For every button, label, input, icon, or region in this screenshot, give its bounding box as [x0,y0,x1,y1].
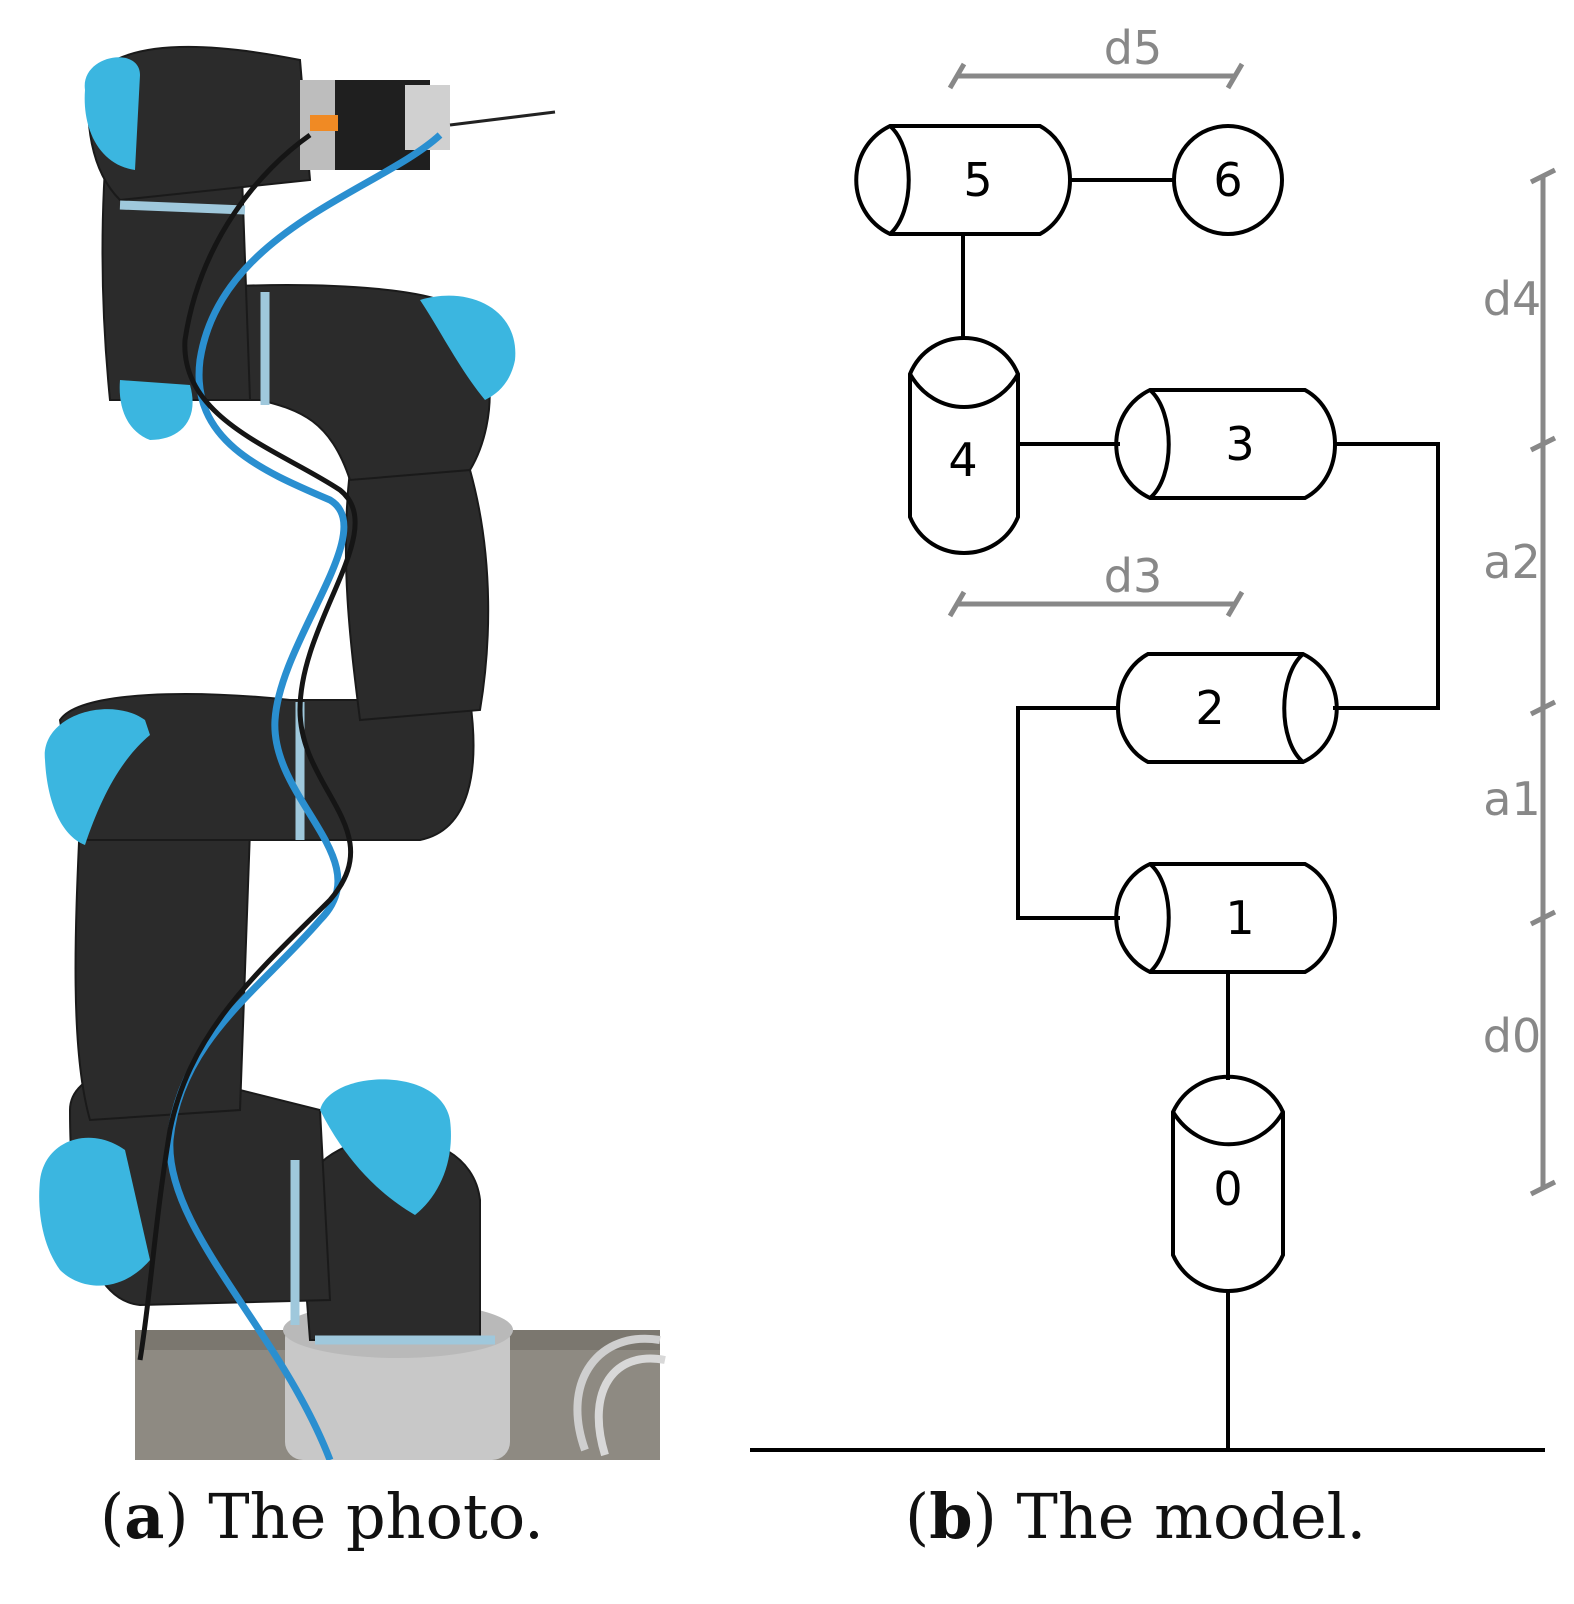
joint-label-0: 0 [1213,1162,1242,1216]
joint-6 [1172,124,1284,236]
caption-model: (b) The model. [905,1480,1367,1553]
blue-cable [166,132,443,1460]
dim-label-a1: a1 [1483,772,1540,826]
joint-2 [1116,652,1339,764]
tool-tip [449,110,556,127]
dim-label-d3: d3 [1104,549,1162,603]
dim-label-d5: d5 [1104,21,1162,75]
tool-connector [310,115,338,131]
tool-plate [405,85,450,150]
caption-b-text: The model. [996,1480,1367,1553]
dim-label-d4: d4 [1483,272,1541,326]
dim-label-a2: a2 [1483,535,1540,589]
robot-caps [39,57,516,1286]
joint-5 [854,124,1072,236]
joint-label-4: 4 [948,433,977,487]
joint-label-5: 5 [963,153,992,207]
joint-label-1: 1 [1225,891,1254,945]
joint-3 [1114,388,1337,500]
joint-label-3: 3 [1225,417,1254,471]
caption-a-text: The photo. [188,1480,544,1553]
joint-4 [908,336,1020,555]
kinematic-model: 0 1 2 3 4 5 6 d5 d3 d4 a2 a1 d0 [750,21,1557,1452]
black-cable [137,132,358,1361]
dim-label-d0: d0 [1483,1009,1541,1063]
caption-b-letter: b [929,1480,973,1553]
joint-1 [1114,862,1337,974]
joint-0 [1171,1074,1285,1293]
base-cylinder [285,1320,510,1460]
caption-photo: (a) The photo. [100,1480,544,1553]
joint-label-2: 2 [1195,681,1224,735]
joint-label-6: 6 [1213,153,1242,207]
caption-a-letter: a [124,1480,165,1553]
link-1-2 [1016,706,1120,920]
base-cable-coil-2 [594,1354,666,1457]
robot-photo [39,45,666,1460]
link-2-3 [1333,442,1440,710]
base-cable-coil [573,1334,661,1452]
